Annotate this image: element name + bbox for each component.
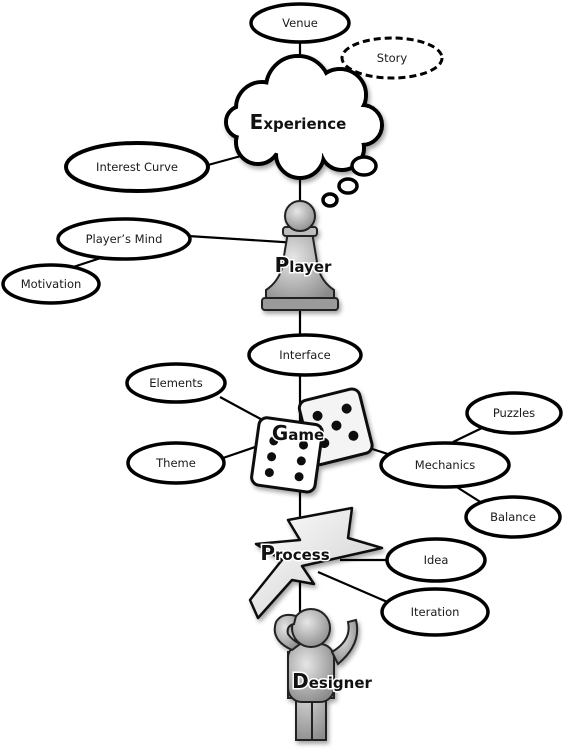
- node-motivation: Motivation: [1, 263, 101, 305]
- svg-text:Motivation: Motivation: [21, 277, 82, 291]
- svg-text:Balance: Balance: [490, 510, 536, 524]
- node-interest-curve: Interest Curve: [64, 141, 210, 193]
- thought-bubbles: [321, 155, 378, 208]
- svg-text:Interest Curve: Interest Curve: [96, 160, 178, 174]
- svg-text:Player’s Mind: Player’s Mind: [86, 232, 163, 246]
- game-label: Game: [272, 421, 324, 445]
- player-label: Player: [275, 253, 332, 277]
- node-theme: Theme: [126, 441, 226, 485]
- svg-text:Venue: Venue: [282, 16, 318, 30]
- node-elements: Elements: [125, 362, 227, 404]
- svg-text:Interface: Interface: [279, 348, 331, 362]
- node-mechanics: Mechanics: [379, 441, 511, 489]
- svg-text:Idea: Idea: [424, 553, 449, 567]
- lightning-bolt-icon: [248, 506, 384, 620]
- node-idea: Idea: [385, 537, 487, 583]
- svg-text:Puzzles: Puzzles: [493, 406, 535, 420]
- thinking-person-icon: [273, 608, 359, 741]
- node-interface: Interface: [247, 333, 363, 377]
- svg-text:Mechanics: Mechanics: [415, 458, 475, 472]
- dice-icon: [250, 387, 374, 494]
- svg-text:Elements: Elements: [149, 376, 203, 390]
- node-iteration: Iteration: [380, 587, 490, 637]
- node-story: Story: [340, 36, 444, 80]
- node-players-mind: Player’s Mind: [56, 217, 192, 261]
- designer-label: Designer: [292, 669, 372, 693]
- svg-text:Theme: Theme: [155, 456, 196, 470]
- pawn-icon: [261, 200, 339, 311]
- process-label: Process: [260, 541, 329, 565]
- node-puzzles: Puzzles: [465, 391, 563, 435]
- experience-label: Experience: [250, 110, 347, 134]
- svg-text:Iteration: Iteration: [411, 605, 460, 619]
- node-balance: Balance: [464, 495, 562, 539]
- svg-text:Story: Story: [377, 51, 408, 65]
- die-front: [250, 416, 324, 494]
- node-venue: Venue: [249, 2, 351, 44]
- experience-cloud-icon: [224, 54, 384, 180]
